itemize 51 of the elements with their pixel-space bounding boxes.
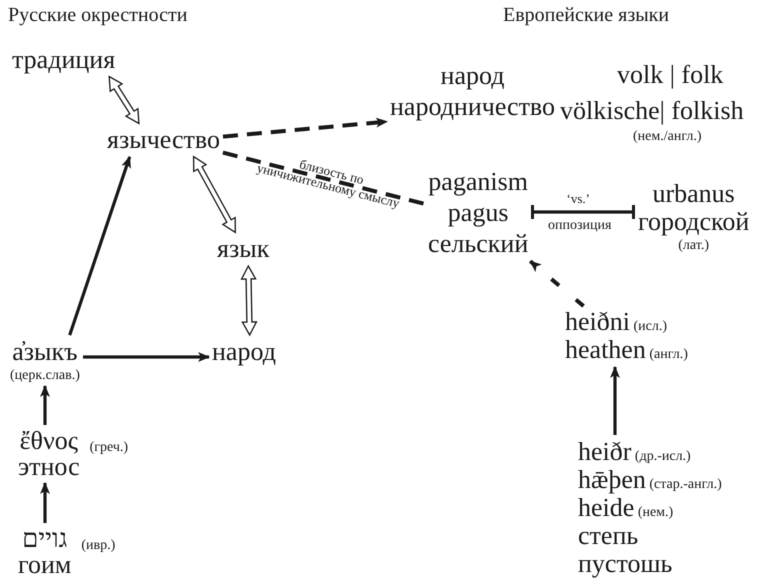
arrow — [40, 482, 50, 523]
language-note: (англ.) — [649, 347, 688, 362]
language-note: (стар.-англ.) — [649, 477, 722, 492]
arrow — [40, 385, 50, 425]
word-text: heide — [578, 493, 634, 522]
note-text: (нем./англ.) — [633, 129, 702, 145]
language-note: (церк.слав.) — [10, 368, 80, 384]
double-arrow — [192, 155, 236, 234]
note-text: оппозиция — [548, 218, 612, 234]
arrow — [222, 118, 388, 139]
word-text: hǣþen — [578, 465, 646, 494]
arrow — [610, 366, 620, 435]
column-heading: Европейские языки — [503, 4, 670, 27]
word-text: heiðni — [565, 307, 630, 336]
opposition-line — [531, 205, 635, 219]
word-text: völkische| folkish — [560, 96, 744, 126]
word-text: heiðr — [578, 437, 632, 466]
word-text: urbanus — [651, 180, 736, 208]
language-note: (др.-исл.) — [634, 449, 691, 464]
word-text: городской — [638, 208, 750, 236]
language-note: (исл.) — [634, 319, 668, 334]
double-arrow — [240, 264, 258, 336]
edge-label: ‘vs.’ — [566, 192, 590, 206]
arrow — [68, 156, 132, 336]
word-text: народ — [212, 338, 276, 366]
word-text: традиция — [12, 46, 116, 74]
word-text: pagus — [446, 199, 510, 228]
word-text: גויים — [21, 526, 68, 552]
word-text: paganism — [428, 168, 528, 196]
word-text: этнос — [18, 454, 80, 480]
word-text: степь — [578, 521, 638, 550]
word-text: народничество — [390, 93, 556, 122]
word-text: пустошь — [578, 549, 672, 578]
word-text: heathen — [565, 335, 646, 364]
connector-line — [222, 150, 426, 206]
language-note: (лат.) — [677, 238, 710, 254]
language-note: (ивр.) — [81, 539, 116, 553]
word-text: народ — [440, 62, 506, 90]
arrow — [83, 352, 210, 362]
word-text: а̓зыкъ — [11, 338, 79, 366]
word-text: язычество — [107, 126, 220, 154]
word-text: гоим — [18, 552, 72, 578]
word-text: язык — [217, 235, 270, 264]
word-text: сельский — [428, 230, 528, 258]
column-heading: Русские окрестности — [8, 4, 188, 27]
language-note: (нем.) — [638, 505, 674, 520]
language-note: (греч.) — [90, 441, 128, 455]
arrow — [529, 260, 585, 308]
double-arrow — [108, 75, 140, 125]
word-text: ἔθνος — [18, 428, 80, 454]
word-text: volk | folk — [617, 60, 724, 90]
